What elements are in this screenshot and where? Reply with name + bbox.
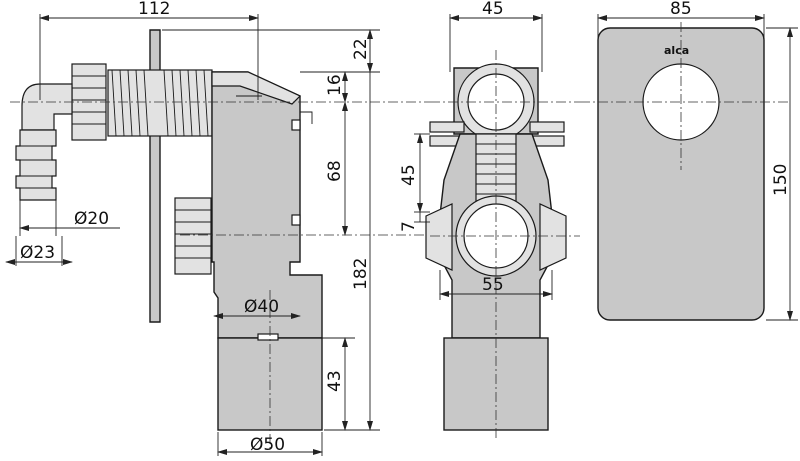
dim-hose-d23: Ø23 — [20, 243, 55, 263]
cover-plate-view: alca 85 150 — [580, 0, 798, 321]
dim-front-v45: 45 — [399, 164, 419, 186]
hose-connector — [15, 129, 57, 201]
dim-inlet-to-outlet: 68 — [325, 160, 345, 182]
tube-threads — [111, 69, 209, 137]
dim-side-width: 112 — [138, 0, 170, 19]
drain-nut — [174, 197, 212, 275]
dim-outlet-d50: Ø50 — [250, 435, 285, 455]
front-view: 45 45 7 55 — [399, 0, 580, 440]
dim-outlet-height: 43 — [325, 370, 345, 392]
hose-elbow — [21, 83, 73, 131]
dim-front-v7: 7 — [399, 221, 419, 232]
dim-cover-width: 85 — [670, 0, 692, 19]
dim-wall-offset: 22 — [351, 38, 371, 60]
dim-front-width: 45 — [482, 0, 504, 19]
brand-logo: alca — [664, 44, 689, 57]
dim-inlet-offset: 16 — [325, 74, 345, 96]
dim-total-height: 182 — [351, 258, 371, 290]
dim-hose-d20: Ø20 — [74, 209, 109, 229]
threaded-tube — [107, 69, 213, 137]
side-view: 112 22 16 68 182 43 Ø50 Ø40 Ø20 Ø23 — [5, 0, 430, 456]
dim-outlet-d40: Ø40 — [244, 297, 279, 317]
dim-cover-height: 150 — [771, 164, 791, 196]
body-top-fold — [211, 71, 302, 105]
dim-front-w55: 55 — [482, 275, 504, 295]
